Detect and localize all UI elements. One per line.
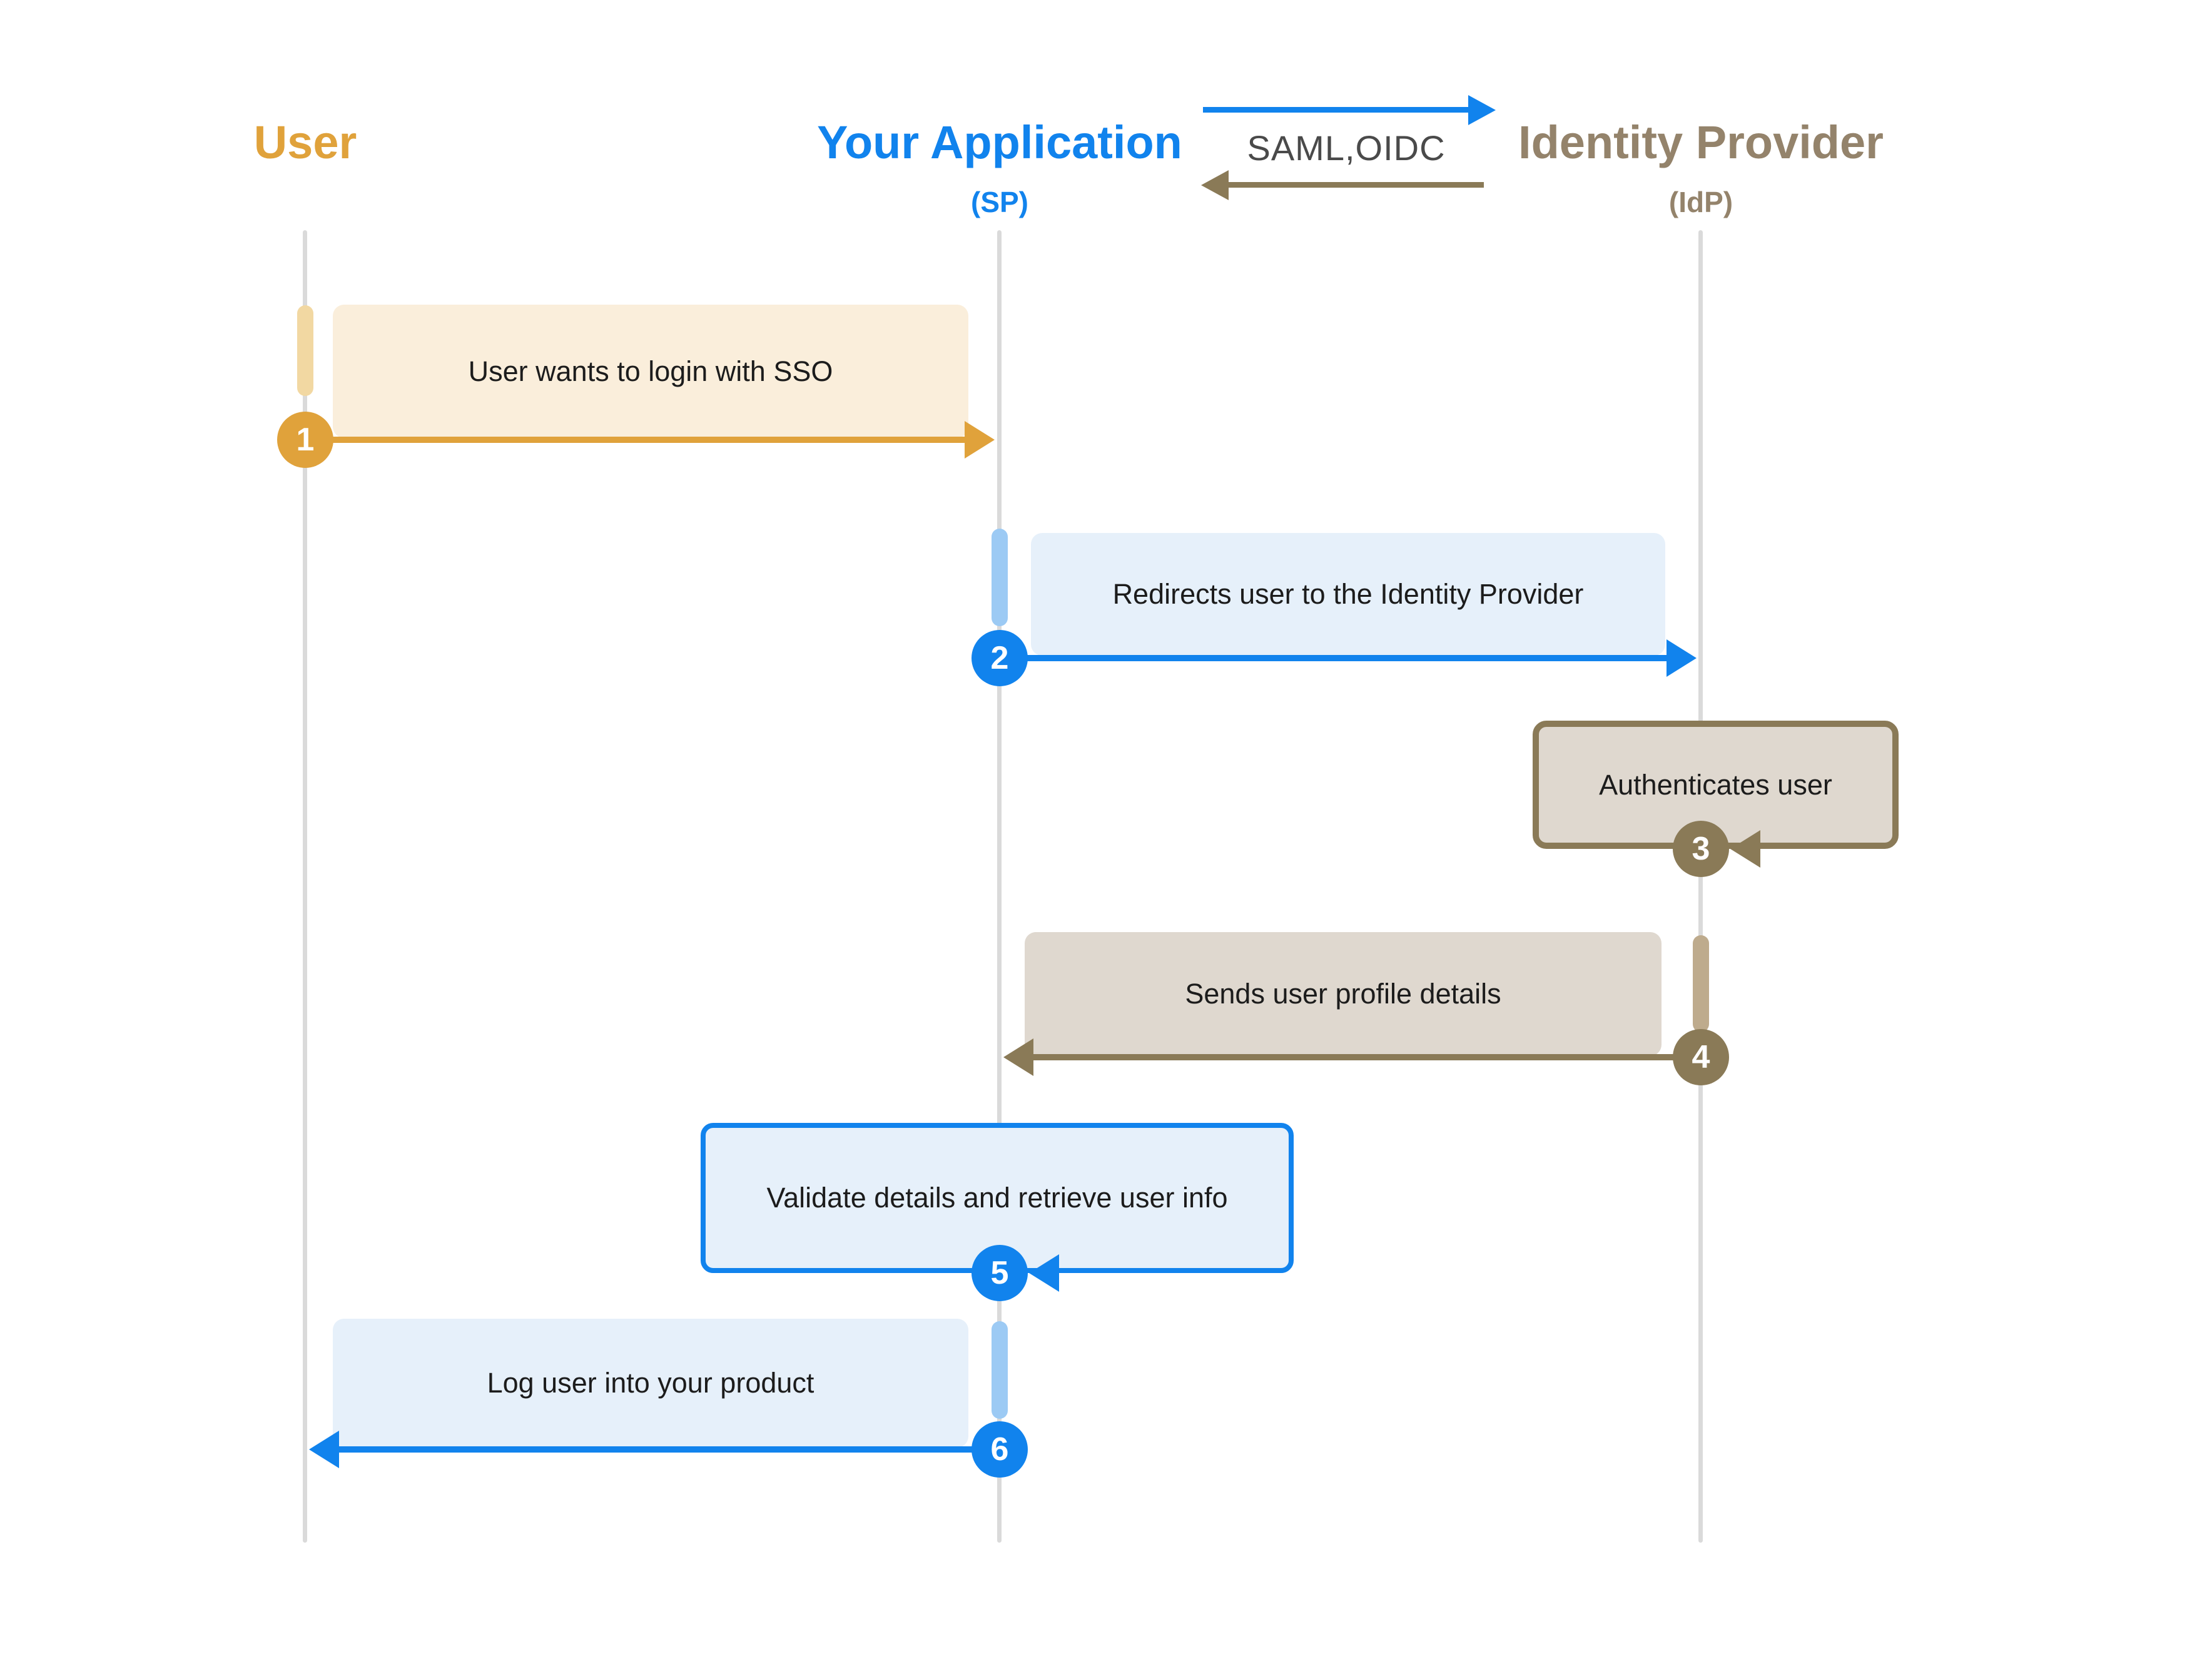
actor-application-title: Your Application	[817, 116, 1182, 168]
arrow-left-icon	[1730, 830, 1760, 868]
message-text: Log user into your product	[487, 1367, 814, 1399]
step-number: 3	[1692, 831, 1710, 867]
arrow-left-icon	[1029, 1254, 1059, 1292]
arrow-right-icon	[1667, 639, 1697, 677]
arrow-left-icon	[1201, 170, 1229, 200]
actor-user-title: User	[253, 116, 357, 168]
arrow-right-icon	[965, 421, 995, 459]
protocol-arrow-left-line	[1229, 182, 1484, 188]
arrow-right-icon	[1468, 95, 1496, 125]
message-text: Redirects user to the Identity Provider	[1112, 578, 1584, 610]
lifeline-identity-provider	[1698, 230, 1703, 1543]
arrow-left-icon	[309, 1431, 339, 1468]
message-box: Redirects user to the Identity Provider	[1031, 533, 1665, 656]
activation-bar-user	[297, 305, 313, 396]
actor-idp-subtitle: (IdP)	[1668, 186, 1733, 218]
step-badge: 4	[1673, 1029, 1729, 1085]
arrow-left-icon	[1003, 1038, 1033, 1076]
message-text: Validate details and retrieve user info	[766, 1182, 1228, 1214]
lifeline-application	[997, 230, 1002, 1543]
step-number: 4	[1692, 1039, 1710, 1075]
activation-bar-application	[992, 529, 1008, 626]
message-arrow-line	[313, 437, 977, 443]
step-badge: 2	[972, 630, 1028, 686]
protocol-arrow-right-line	[1203, 107, 1468, 113]
step-number: 2	[990, 640, 1009, 676]
message-arrow-line	[335, 1446, 998, 1453]
message-box: Log user into your product	[333, 1319, 968, 1448]
step-badge: 1	[277, 412, 333, 468]
message-arrow-line	[1031, 1054, 1700, 1060]
message-box: User wants to login with SSO	[333, 305, 968, 438]
step-number: 5	[990, 1255, 1009, 1291]
message-arrow-line	[1008, 655, 1667, 661]
activation-bar-application	[992, 1321, 1008, 1419]
protocol-label: SAML,OIDC	[1247, 128, 1446, 168]
step-badge: 6	[972, 1421, 1028, 1478]
actor-application-subtitle: (SP)	[971, 186, 1028, 218]
actor-idp-title: Identity Provider	[1518, 116, 1884, 168]
step-number: 1	[296, 422, 315, 458]
message-box: Sends user profile details	[1025, 932, 1662, 1056]
message-text: User wants to login with SSO	[468, 355, 833, 387]
lifeline-user	[303, 230, 307, 1543]
message-text: Authenticates user	[1599, 768, 1832, 801]
activation-bar-idp	[1693, 935, 1709, 1032]
message-text: Sends user profile details	[1185, 978, 1501, 1010]
step-badge: 3	[1673, 821, 1729, 877]
step-badge: 5	[972, 1245, 1028, 1301]
step-number: 6	[990, 1431, 1009, 1468]
